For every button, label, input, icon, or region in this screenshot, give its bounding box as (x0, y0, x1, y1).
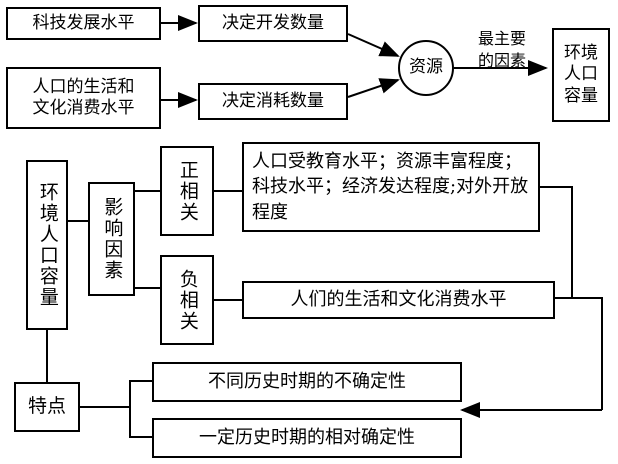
living-level-text: 人口的生活和 文化消费水平 (32, 76, 135, 118)
decide-dev-text: 决定开发数量 (222, 12, 324, 33)
positive-box: 正相关 (160, 146, 214, 236)
features-text: 特点 (27, 395, 66, 418)
arrow-dev-to-resource (347, 33, 400, 57)
influence-box: 影响因素 (88, 182, 135, 296)
negative-factors-text: 人们的生活和文化消费水平 (290, 288, 507, 310)
decide-consume-text: 决定消耗数量 (222, 90, 324, 111)
feature-2-box: 一定历史时期的相对确定性 (152, 418, 462, 458)
capacity-vertical-box: 环境人口容量 (26, 160, 68, 330)
resource-text: 资源 (409, 57, 443, 78)
living-level-box: 人口的生活和 文化消费水平 (6, 67, 161, 129)
feature-1-text: 不同历史时期的不确定性 (208, 370, 406, 392)
arrow-consume-to-resource (347, 78, 400, 98)
capacity-box: 环境 人口 容量 (552, 28, 610, 122)
negative-text: 负相关 (176, 268, 199, 332)
decide-consume-box: 决定消耗数量 (198, 83, 348, 120)
positive-text: 正相关 (176, 159, 199, 223)
capacity-vertical-text: 环境人口容量 (36, 182, 59, 308)
capacity-text: 环境 人口 容量 (564, 43, 598, 106)
feature-2-text: 一定历史时期的相对确定性 (199, 426, 415, 448)
link-positive-right (540, 186, 573, 298)
tech-level-text: 科技发展水平 (32, 12, 135, 33)
link-right-bracket (555, 297, 603, 410)
main-factor-label: 最主要 的因素 (477, 29, 526, 70)
bracket-features (129, 380, 152, 438)
negative-factors-box: 人们的生活和文化消费水平 (242, 281, 555, 319)
positive-factors-box: 人口受教育水平；资源丰富程度；科技水平；经济发达程度;对外开放程度 (242, 142, 540, 232)
features-box: 特点 (14, 382, 80, 432)
influence-text: 影响因素 (101, 197, 124, 281)
feature-1-box: 不同历史时期的不确定性 (152, 362, 462, 402)
negative-box: 负相关 (160, 255, 214, 345)
tech-level-box: 科技发展水平 (6, 7, 161, 40)
resource-circle: 资源 (398, 40, 454, 96)
decide-dev-box: 决定开发数量 (198, 5, 348, 42)
positive-factors-text: 人口受教育水平；资源丰富程度；科技水平；经济发达程度;对外开放程度 (252, 151, 529, 223)
